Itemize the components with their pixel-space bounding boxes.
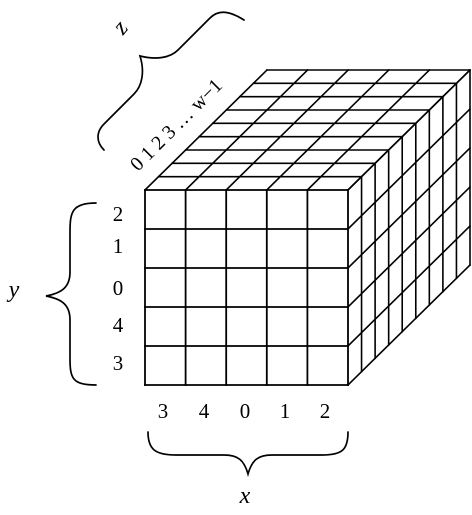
- x-tick-label-3: 1: [280, 399, 291, 423]
- x-axis-label: x: [239, 483, 251, 509]
- top-face-depth-line: [265, 68, 390, 192]
- y-tick-label-4: 3: [113, 351, 124, 375]
- top-face-depth-line: [306, 68, 431, 192]
- top-face-depth-line: [225, 68, 350, 192]
- y-tick-label-0: 2: [113, 202, 124, 226]
- x-tick-label-0: 3: [158, 399, 169, 423]
- z-axis-brace: [97, 11, 245, 151]
- top-face-depth-line: [143, 68, 269, 192]
- y-axis-label: y: [7, 277, 20, 303]
- z-axis-label: z: [107, 15, 134, 40]
- axis-braces: [45, 11, 349, 478]
- right-face-depth-line: [346, 224, 472, 348]
- right-face-depth-line: [346, 146, 472, 270]
- x-tick-label-4: 2: [320, 399, 331, 423]
- y-tick-labels: 2 1 0 4 3: [113, 202, 124, 375]
- right-face-depth-line: [346, 185, 472, 309]
- right-face-depth-line: [346, 68, 472, 192]
- x-tick-label-2: 0: [240, 399, 251, 423]
- right-face-depth-line: [346, 107, 472, 231]
- y-tick-label-3: 4: [113, 313, 124, 337]
- y-tick-label-2: 0: [113, 276, 124, 300]
- top-face-depth-line: [184, 68, 309, 192]
- x-tick-label-1: 4: [199, 399, 210, 423]
- x-tick-labels: 3 4 0 1 2: [158, 399, 331, 423]
- x-axis-brace: [147, 431, 349, 478]
- y-axis-brace: [45, 202, 97, 386]
- cube-grid: [143, 68, 472, 387]
- y-tick-label-1: 1: [113, 234, 124, 258]
- right-face-depth-line: [346, 263, 472, 387]
